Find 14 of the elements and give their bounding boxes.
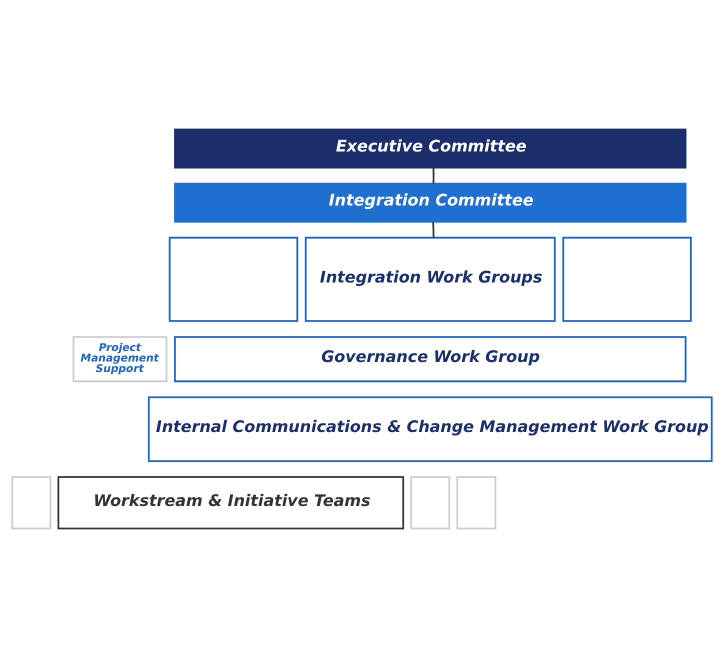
- node-box: Project Management Support: [72, 336, 168, 382]
- node-box: Executive Committee: [174, 128, 686, 169]
- node-box: Governance Work Group: [174, 336, 686, 382]
- node-box: [562, 236, 692, 322]
- node-box: [168, 236, 298, 322]
- node-box: Integration Work Groups: [304, 236, 556, 322]
- node-box: [11, 476, 52, 530]
- node-box: Internal Communications & Change Management Work Group: [148, 396, 713, 462]
- node-box: [456, 476, 496, 530]
- node-box: Workstream & Initiative Teams: [58, 476, 404, 530]
- connector: [432, 168, 434, 184]
- connector: [432, 222, 434, 238]
- node-box: [410, 476, 450, 530]
- node-box: Integration Committee: [174, 182, 686, 223]
